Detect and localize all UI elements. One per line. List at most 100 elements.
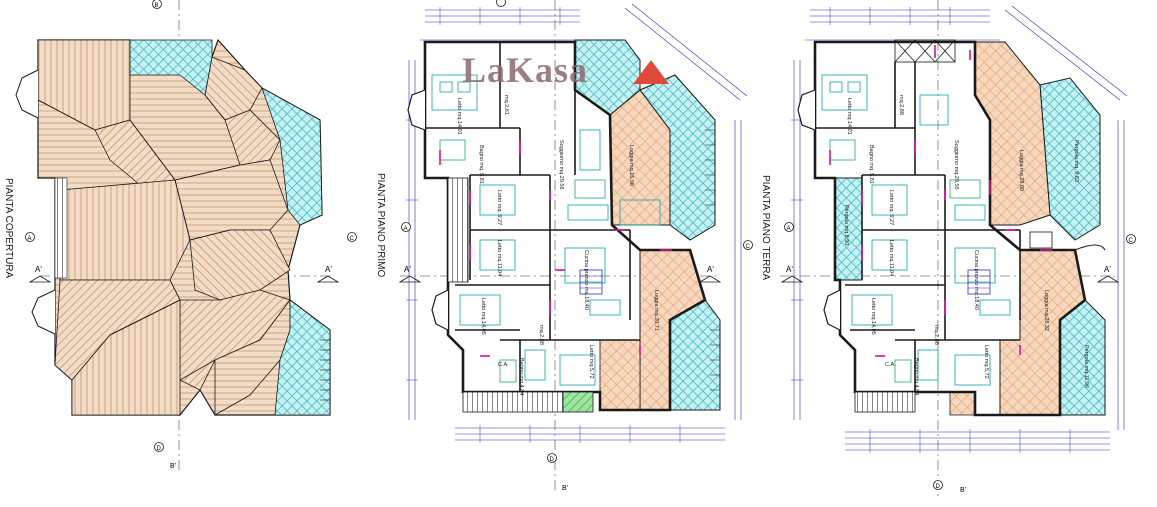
ground-mark-a-prime-left: A' <box>786 265 793 274</box>
roof-bay-bottom <box>31 289 56 335</box>
first-label-soggiorno: Soggiorno mq.29,56 <box>558 140 564 190</box>
ground-label-letto-3: Letto mq.11,04 <box>888 240 894 276</box>
ground-outer-walls <box>813 40 1087 417</box>
ground-openings <box>829 45 1052 357</box>
ground-room-labels: Letto mq.14,01 Bagno mq. 5,81 mq.2,88 So… <box>843 95 1089 395</box>
ground-bottom-steps <box>854 391 916 413</box>
roof-mark-a-prime-right: A' <box>325 265 332 274</box>
ground-section-marker-right: A' <box>1096 265 1120 283</box>
roof-glass-bottom <box>274 299 331 416</box>
first-furniture <box>431 74 661 386</box>
roof-section-marker-right: A' <box>316 265 340 283</box>
roof-mark-a-prime-left: A' <box>35 265 42 274</box>
roof-glass-right <box>261 87 323 226</box>
ground-floor-dimensions <box>793 5 1128 451</box>
first-mark-a-prime-left: A' <box>404 265 411 274</box>
first-label-letto-1: Letto mq.14,01 <box>456 98 462 135</box>
ground-label-loggia-1: Loggia mq.28,80 <box>1018 150 1024 191</box>
ground-floor-plan: Letto mq.14,01 Bagno mq. 5,81 mq.2,88 So… <box>760 0 1136 500</box>
roof-plan-title: PIANTA COPERTURA <box>3 178 14 279</box>
first-label-bagno-1: Bagno mq. 5,81 <box>478 145 484 184</box>
first-label-loggia-2: Loggia mq.20,71 <box>653 290 659 331</box>
first-loggia-3 <box>599 339 641 411</box>
ground-label-loggia-2: Loggia mq.28,32 <box>1043 290 1049 331</box>
roof-grid-a: A <box>28 236 32 242</box>
first-grid-c: C <box>746 244 751 250</box>
ground-mark-b-prime: B' <box>960 487 966 494</box>
ground-label-pergola-3: Pergola mq.11,96 <box>1083 345 1089 388</box>
roof-ridges <box>37 94 241 381</box>
ground-label-letto-2: Letto mq. 9,27 <box>888 190 894 225</box>
first-grid-bubble <box>743 240 753 250</box>
ground-loggia-3 <box>949 391 976 416</box>
ground-mark-a-prime-right: A' <box>1104 265 1111 274</box>
roof-section-marker-left: A' <box>28 265 52 283</box>
ground-label-letto-5: Letto mq.5,72 <box>983 345 989 379</box>
roof-grid-bubble <box>152 0 162 9</box>
ground-label-wc-2: mq.2,88 <box>933 325 939 345</box>
first-mark-a-prime-right: A' <box>707 265 714 274</box>
first-bottom-steps <box>462 391 564 413</box>
ground-curve <box>1074 244 1106 251</box>
ground-grid-d: D <box>936 484 941 490</box>
ground-loggia-1 <box>974 41 1051 226</box>
ground-pergola-bottom <box>1059 299 1106 416</box>
first-label-wc-2: mq.2,88 <box>538 325 544 345</box>
ground-floor-title: PIANTA PIANO TERRA <box>760 175 771 281</box>
roof-plan: A' A' B A C D B' PIANTA COPERTURA <box>3 0 357 470</box>
first-room-labels: Letto mq.14,01 Bagno mq. 5,81 mq.2,61 So… <box>456 95 659 395</box>
logo-text: LaKasa <box>462 50 589 90</box>
first-grid-bubble <box>547 453 557 463</box>
first-section-marker-right: A' <box>698 265 722 283</box>
ground-label-bagno-1: Bagno mq. 5,81 <box>868 145 874 184</box>
first-label-letto-4: Letto mq.14,05 <box>480 298 486 335</box>
ground-label-soggiorno: Soggiorno mq.29,56 <box>953 140 959 190</box>
ground-grid-bubble <box>1126 234 1136 244</box>
ground-bay-bottom <box>823 289 841 331</box>
lakasa-logo: LaKasa <box>462 52 692 92</box>
first-section-marker-left: A' <box>398 265 422 283</box>
first-openings <box>439 140 672 357</box>
first-floor-title: PIANTA PIANO PRIMO <box>375 173 386 277</box>
first-label-wc-1: mq.2,61 <box>503 95 509 115</box>
roof-grid-d: D <box>157 446 162 452</box>
first-label-letto-3: Letto mq.11,04 <box>496 240 502 276</box>
first-label-letto-2: Letto mq. 9,27 <box>496 190 502 225</box>
first-stair-treads <box>580 275 602 289</box>
ground-grid-a: A <box>787 226 791 232</box>
first-label-cucina: Cucina pranzo mq.18,40 <box>583 250 589 310</box>
logo-triangle-icon <box>633 60 669 84</box>
first-grid-bubble <box>401 222 411 232</box>
roof-facet <box>59 179 191 281</box>
first-left-balcony <box>447 177 469 283</box>
ground-label-letto-4: Letto mq.14,05 <box>870 298 876 335</box>
roof-railing <box>320 339 330 401</box>
ground-label-pergola-1: Pergola mq. 9,83 <box>1073 140 1079 182</box>
first-label-ca: C.A. <box>498 362 509 368</box>
first-floor-plan: Letto mq.14,01 Bagno mq. 5,81 mq.2,61 So… <box>375 0 753 492</box>
ground-column-box <box>1029 231 1053 249</box>
roof-grid-c: C <box>350 236 355 242</box>
roof-steps <box>54 177 68 279</box>
ground-grid-bubble <box>933 480 943 490</box>
ground-furniture <box>821 74 1011 386</box>
ground-stair-treads <box>968 275 990 289</box>
roof-grid-bubble <box>25 232 35 242</box>
first-green-planter <box>562 391 594 413</box>
ground-section-marker-left: A' <box>780 265 804 283</box>
first-right-railing <box>705 129 720 391</box>
roof-bay-top <box>15 69 39 119</box>
first-grid-bubble <box>496 0 506 7</box>
ground-bay-top <box>797 89 816 131</box>
ground-label-cucina: Cucina pranzo mq.18,40 <box>973 250 979 310</box>
roof-facet <box>189 229 291 301</box>
ground-label-wc-1: mq.2,88 <box>898 95 904 115</box>
first-grid-a: A <box>404 226 408 232</box>
ground-label-letto-1: Letto mq.14,01 <box>846 98 852 135</box>
roof-mark-b-prime: B' <box>170 463 176 470</box>
first-grid-d: D <box>550 457 555 463</box>
ground-grid-c: C <box>1129 238 1134 244</box>
first-bay-top <box>407 89 426 131</box>
